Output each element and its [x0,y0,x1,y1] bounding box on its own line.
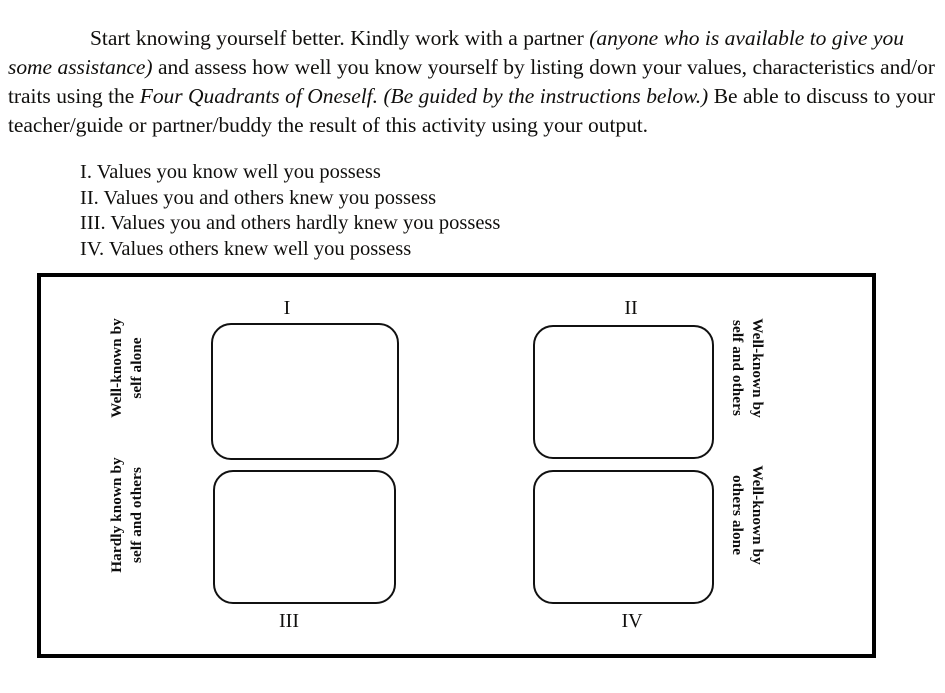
quadrant-box-iii[interactable] [213,470,396,604]
values-list-item-2: II. Values you and others knew you posse… [80,186,437,209]
intro-text-italic-2: Four Quadrants of Oneself. (Be guided by… [139,83,709,108]
axis-label-line-1: Well-known by [749,318,766,418]
values-list-item-4: IV. Values others knew well you possess [80,237,412,260]
axis-label-line-1: Well-known by [108,318,125,418]
intro-paragraph: Start knowing yourself better. Kindly wo… [8,24,938,141]
quadrant-label-iv: IV [621,610,643,632]
intro-text-part-1: Start knowing yourself better. Kindly wo… [90,25,590,50]
values-list-item-1: I. Values you know well you possess [80,161,381,183]
quadrant-box-ii[interactable] [533,325,714,459]
axis-label-hardly-known-by-self-and-others: Hardly known by self and others [107,425,147,605]
quadrant-label-i: I [283,297,291,319]
intro-text-part-2: and assess how well you know yourself by… [8,54,935,108]
values-list-item-3: III. Values you and others hardly knew y… [80,212,501,235]
axis-label-line-2: self and others [127,467,145,563]
values-list: I. Values you know well you possess II. … [80,160,500,262]
quadrant-box-i[interactable] [211,323,399,460]
axis-label-line-2: others alone [729,474,747,556]
intro-text-part-3: Be able to discuss to your teacher/guide… [8,83,935,138]
quadrant-label-ii: II [624,297,638,319]
intro-text-italic-1: (anyone who is available to give you som… [8,25,904,79]
four-quadrants-diagram-frame: I II III IV Well-known by self alone Har… [37,273,876,658]
axis-label-line-1: Hardly known by [108,457,125,573]
quadrant-box-iv[interactable] [533,470,714,604]
axis-label-well-known-by-others-alone: Well-known by others alone [727,425,767,605]
quadrant-label-iii: III [279,610,299,632]
axis-label-line-1: Well-known by [749,465,766,565]
